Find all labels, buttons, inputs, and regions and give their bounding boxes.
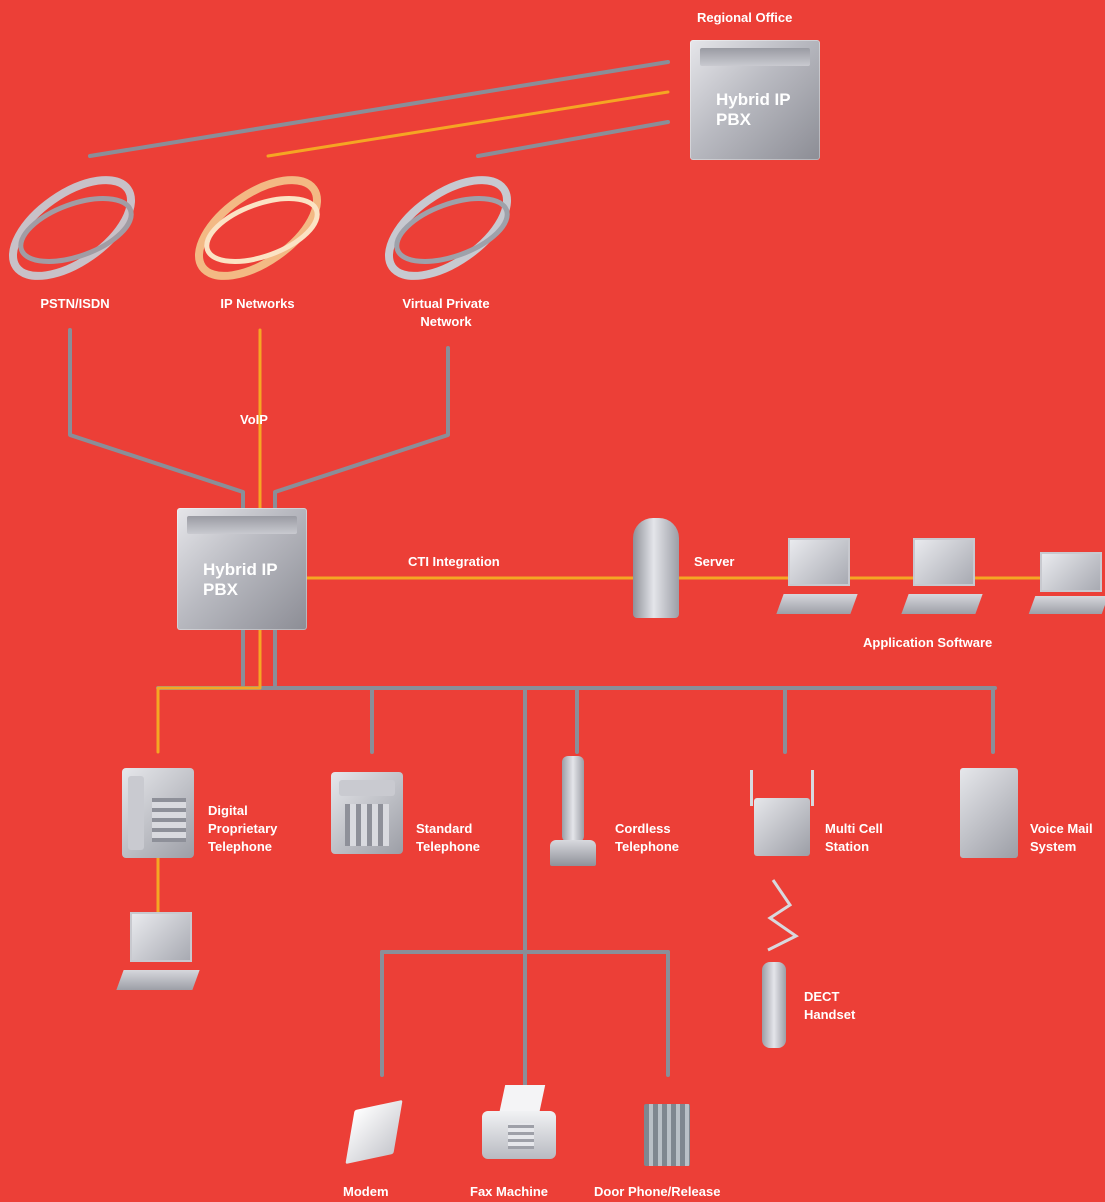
wire-regional-vpn	[476, 120, 670, 158]
regional-pbx-label: Hybrid IP PBX	[716, 90, 791, 129]
computer-icon	[901, 538, 983, 622]
fax-label: Fax Machine	[470, 1184, 549, 1199]
fax-icon	[478, 1085, 560, 1163]
computer-icon	[776, 538, 858, 622]
modem-icon	[342, 1099, 404, 1165]
cti-label: CTI Integration	[408, 554, 500, 569]
regional-pbx-icon: Hybrid IP PBX	[690, 40, 820, 160]
ip-networks-label: IP Networks	[220, 296, 295, 311]
voice-mail-label: Voice Mail System	[1030, 821, 1093, 854]
server-label: Server	[694, 554, 735, 569]
computer-icon	[1028, 552, 1105, 622]
application-software-label: Application Software	[863, 635, 993, 650]
cordless-phone-icon	[548, 756, 598, 868]
voicemail-unit-icon	[960, 768, 1018, 858]
modem-label: Modem	[343, 1184, 389, 1199]
network-cloud-icon	[8, 176, 512, 280]
door-phone-label: Door Phone/Release	[594, 1184, 721, 1199]
desk-phone-icon	[331, 772, 403, 854]
standard-phone-label: Standard Telephone	[416, 821, 481, 854]
base-station-icon	[750, 770, 814, 858]
pstn-label: PSTN/ISDN	[40, 296, 110, 311]
server-icon	[633, 518, 679, 618]
wire-regional-pstn	[88, 60, 670, 158]
digital-phone-label: Digital Proprietary Telephone	[208, 803, 278, 854]
door-phone-icon	[644, 1104, 690, 1166]
desk-phone-icon	[122, 768, 194, 858]
computer-icon	[116, 912, 200, 996]
dect-handset-icon	[762, 962, 786, 1048]
cordless-phone-label: Cordless Telephone	[615, 821, 680, 854]
vpn-label: Virtual Private Network	[402, 296, 490, 329]
wire-regional-ip	[266, 90, 670, 158]
main-pbx-icon: Hybrid IP PBX	[177, 508, 307, 630]
radio-signal-icon	[767, 879, 799, 952]
regional-office-label: Regional Office	[697, 10, 793, 25]
voip-label: VoIP	[240, 412, 268, 427]
dect-label: DECT Handset	[804, 989, 856, 1022]
main-pbx-label: Hybrid IP PBX	[203, 560, 278, 599]
multi-cell-label: Multi Cell Station	[825, 821, 883, 854]
